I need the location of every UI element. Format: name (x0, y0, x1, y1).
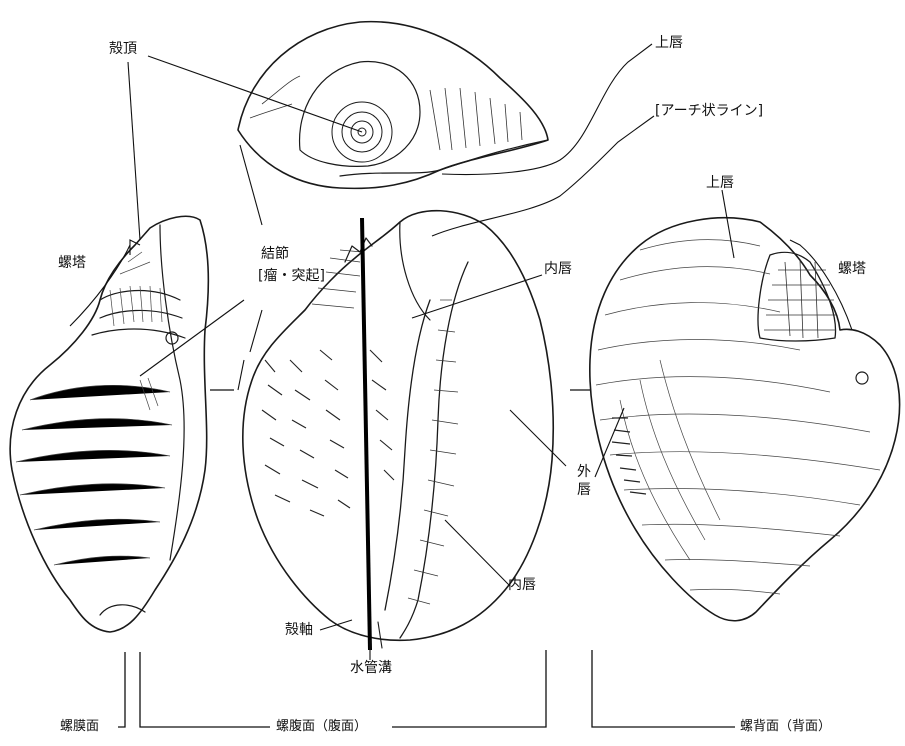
label-node-title: 結節 (261, 247, 289, 261)
label-upper-lip-right: 上唇 (706, 176, 734, 190)
view-brackets (118, 390, 735, 727)
shell-left-view (10, 216, 208, 632)
label-apex: 殻頂 (109, 42, 137, 56)
label-view-ventral: 螺腹面（腹面） (276, 720, 367, 733)
label-arch-line: [アーチ状ライン] (655, 104, 763, 118)
label-spire-left: 螺塔 (58, 256, 86, 270)
leader-lines (70, 44, 852, 660)
label-inner-lip-upper: 内唇 (544, 262, 572, 276)
label-siphonal-canal: 水管溝 (350, 661, 392, 675)
label-spire-right: 螺塔 (838, 262, 866, 276)
label-view-dorsal: 螺背面（背面） (740, 720, 831, 733)
label-outer-lip: 外唇 (576, 464, 592, 499)
shell-dorsal-view (590, 218, 900, 621)
label-view-membrane: 螺膜面 (60, 720, 99, 733)
label-node-sub: [瘤・突起] (258, 269, 325, 283)
label-upper-lip-top: 上唇 (655, 36, 683, 50)
label-inner-lip-lower: 内唇 (508, 578, 536, 592)
label-columella: 殻軸 (285, 623, 313, 637)
